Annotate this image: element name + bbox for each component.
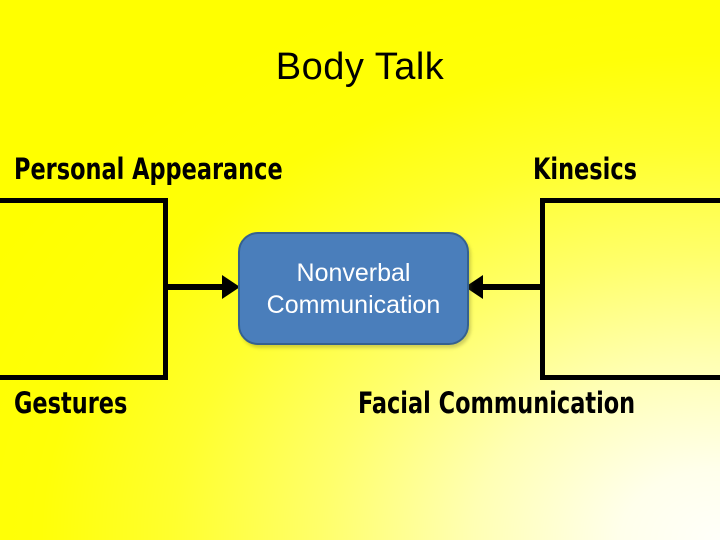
- outline-box-right: [540, 198, 720, 380]
- outline-box-left: [0, 198, 168, 380]
- center-node-text: Nonverbal Communication: [267, 257, 441, 321]
- label-kinesics: Kinesics: [533, 152, 637, 186]
- connector-right-arrowhead-icon: [465, 275, 483, 299]
- label-gestures: Gestures: [14, 386, 128, 420]
- center-node-line-2: Communication: [266, 290, 441, 319]
- center-node-nonverbal-communication: Nonverbal Communication: [238, 232, 469, 345]
- center-node-line-1: Nonverbal: [296, 258, 411, 287]
- connector-left-arrowhead-icon: [222, 275, 240, 299]
- connector-left-shaft: [165, 284, 227, 290]
- connector-right-shaft: [480, 284, 542, 290]
- page-title: Body Talk: [275, 46, 445, 88]
- label-facial-communication: Facial Communication: [358, 386, 636, 420]
- label-personal-appearance: Personal Appearance: [14, 152, 283, 186]
